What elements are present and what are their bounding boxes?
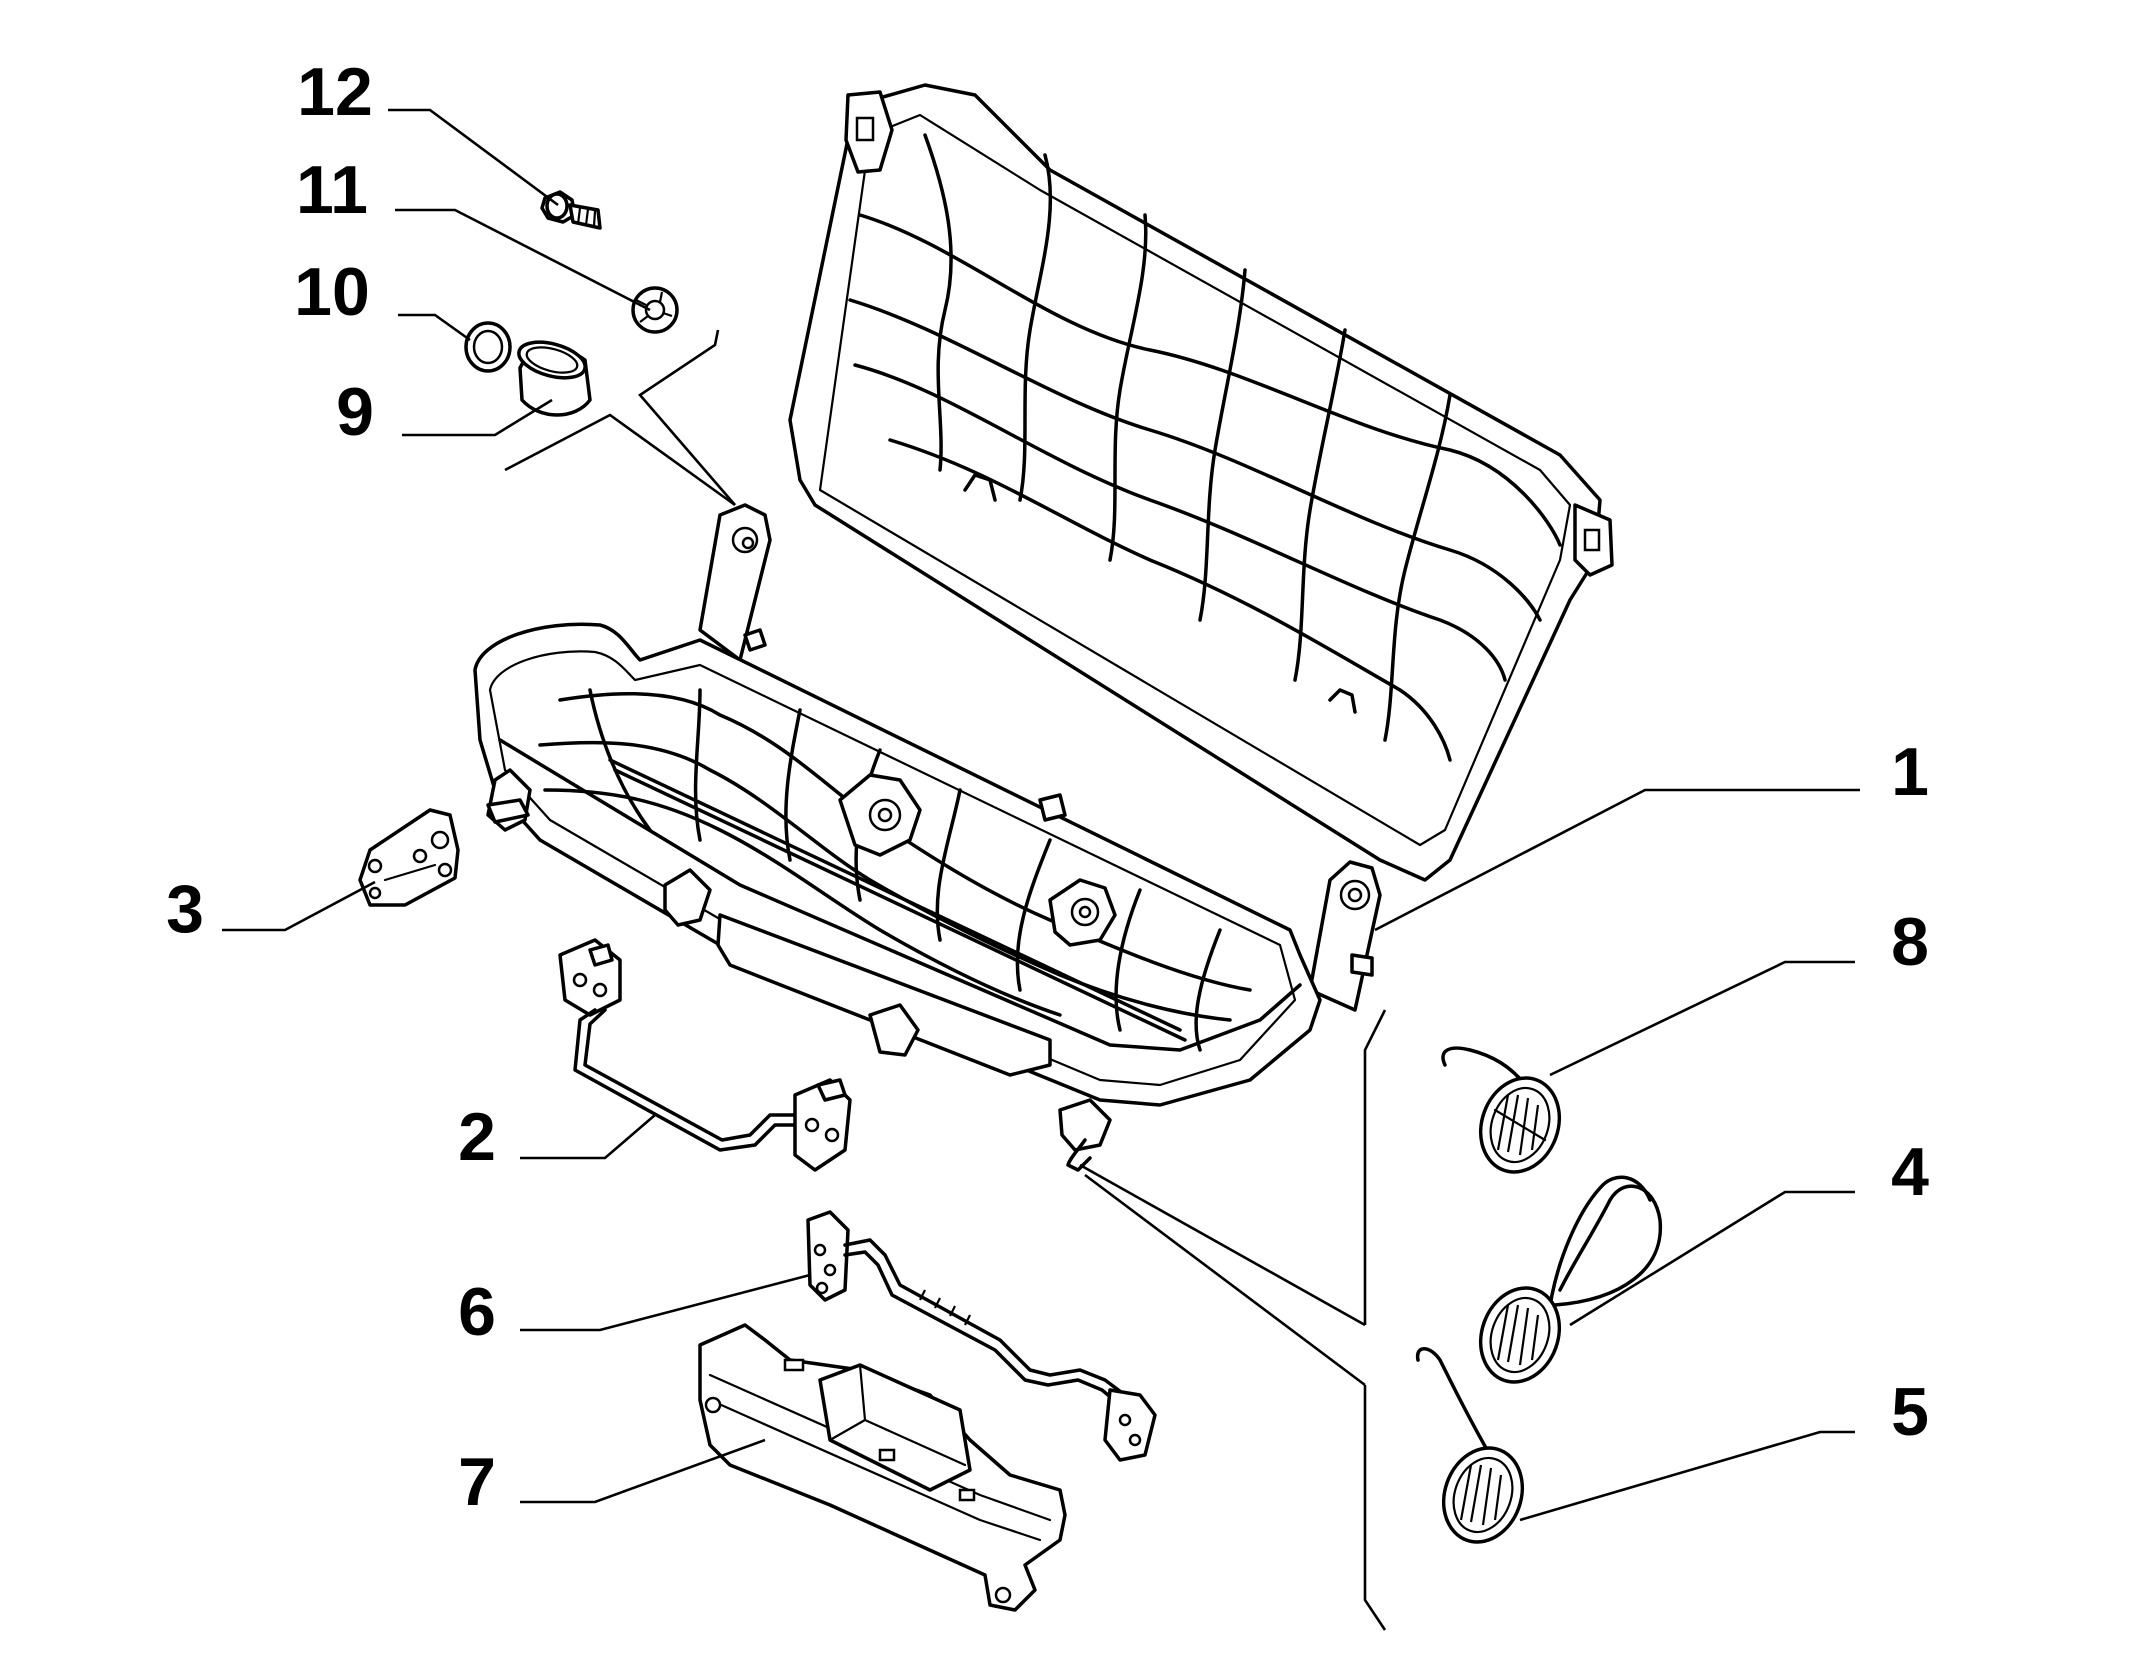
seat-back-frame	[788, 83, 1614, 882]
callout-8: 8	[1891, 904, 1929, 980]
front-wire-bracket-part	[558, 938, 852, 1172]
callout-2: 2	[458, 1099, 496, 1175]
torsion-spring-large-part	[1478, 1175, 1663, 1384]
bolt-part	[540, 190, 602, 230]
bushing-part	[517, 340, 592, 417]
leader-line-10	[398, 313, 471, 342]
bracket-line-upper	[638, 329, 736, 506]
lock-washer-part	[631, 286, 679, 334]
torsion-spring-medium-part	[1415, 1347, 1525, 1544]
callout-labels: 12 11 10 9 3 2 6 7 1 8 4 5	[166, 54, 1929, 1520]
release-rod-bracket-part	[806, 1210, 1157, 1462]
torsion-spring-small-part	[1441, 1046, 1562, 1174]
callout-3: 3	[166, 871, 204, 947]
leader-line-4	[1569, 1190, 1855, 1327]
callout-12: 12	[297, 54, 373, 130]
callout-1: 1	[1891, 734, 1929, 810]
ring-washer-part	[464, 321, 512, 373]
hinge-plate-part	[358, 808, 460, 907]
callout-7: 7	[458, 1444, 496, 1520]
leader-line-2	[520, 1114, 656, 1160]
callout-10: 10	[294, 254, 370, 330]
callout-9: 9	[336, 374, 374, 450]
mounting-rail-part	[698, 1323, 1067, 1612]
callout-11: 11	[296, 152, 368, 228]
callout-5: 5	[1891, 1374, 1929, 1450]
leader-line-11	[395, 208, 651, 312]
leader-line-6	[520, 1273, 811, 1332]
callout-6: 6	[458, 1274, 496, 1350]
leader-line-9	[402, 398, 553, 437]
seat-base-frame	[473, 503, 1382, 1172]
leader-lines	[222, 108, 1860, 1631]
bracket-line-hook	[1079, 1163, 1366, 1327]
leader-line-7	[520, 1438, 766, 1504]
leader-line-3	[222, 880, 376, 932]
bracket-line-springs-top	[1363, 1009, 1387, 1325]
callout-4: 4	[1891, 1134, 1929, 1210]
bracket-line-lower	[504, 413, 736, 507]
bracket-line-springs-bottom	[1363, 1385, 1387, 1631]
bracket-line-hook-2	[1084, 1173, 1366, 1387]
leader-line-12	[388, 108, 559, 207]
leader-line-5	[1519, 1430, 1855, 1522]
leader-line-1	[1374, 788, 1860, 932]
leader-line-8	[1549, 960, 1855, 1077]
